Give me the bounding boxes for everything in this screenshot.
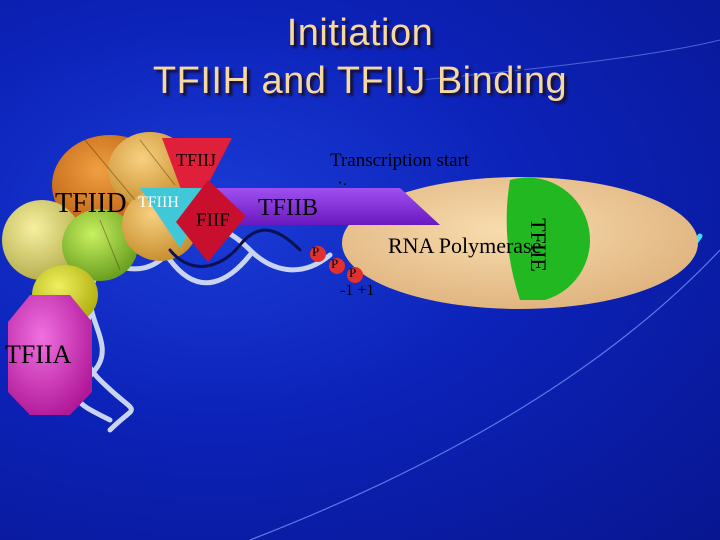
rna-polymerase-label: RNA Polymerase <box>388 233 541 259</box>
position-marker-label: -1 +1 <box>340 282 374 296</box>
slide-title-line2: TFIIH and TFIIJ Binding <box>0 60 720 103</box>
phosphate-label: P <box>312 244 319 260</box>
slide-title-line1: Initiation <box>0 12 720 55</box>
phosphate-label: P <box>331 256 338 272</box>
tfiie-label: TFIIE <box>525 205 551 285</box>
tfiij-label: TFIIJ <box>176 150 216 171</box>
transcription-start-site-label: Transcription start site <box>330 147 470 185</box>
tfiif-label: FIIF <box>196 210 230 232</box>
phosphate-label: P <box>349 265 356 281</box>
tfiib-label: TFIIB <box>258 195 318 222</box>
tfiid-label: TFIID <box>55 188 127 220</box>
tfiih-label: TFIIH <box>138 194 179 212</box>
tfiia-label: TFIIA <box>5 340 71 370</box>
